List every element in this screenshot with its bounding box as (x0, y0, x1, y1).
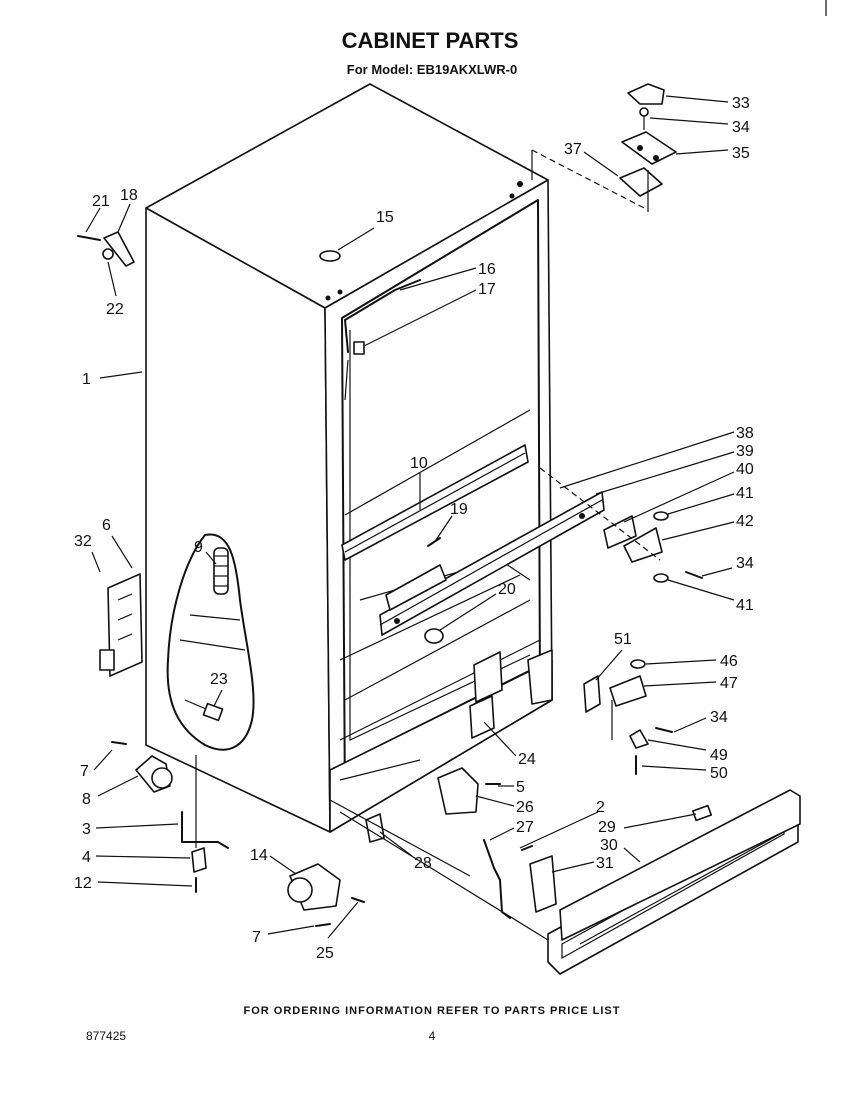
callout-31: 31 (596, 855, 614, 872)
callout-17: 17 (478, 281, 496, 298)
callout-27: 27 (516, 819, 534, 836)
wire-16 (344, 279, 421, 353)
caster-8 (111, 741, 173, 793)
base-grille-30 (547, 789, 801, 975)
callout-26: 26 (516, 799, 534, 816)
callout-21: 21 (92, 193, 110, 210)
callout-1: 1 (82, 371, 91, 388)
bracket-25-plate (473, 651, 503, 703)
lower-hinge-assembly (583, 659, 673, 775)
callout-34b: 34 (736, 555, 754, 572)
doc-number: 877425 (86, 1029, 126, 1043)
clip-31 (529, 855, 557, 913)
page-title: CABINET PARTS (342, 28, 519, 53)
rear-bracket-6 (99, 573, 143, 677)
cross-bracket-38 (379, 491, 605, 636)
callout-16: 16 (478, 261, 496, 278)
callout-49: 49 (710, 747, 728, 764)
mid-hinge-assembly (539, 467, 703, 583)
callout-3: 3 (82, 821, 91, 838)
model-subtitle: For Model: EB19AKXLWR-0 (347, 62, 517, 77)
bracket-24 (469, 695, 495, 739)
plate-28 (365, 813, 385, 843)
top-hinge-assembly (531, 83, 677, 212)
callout-46: 46 (720, 653, 738, 670)
callout-47: 47 (720, 675, 738, 692)
callout-41a: 41 (736, 485, 754, 502)
callouts: 1 2 3 5 4 6 7 7 8 9 10 12 14 (74, 95, 754, 962)
callout-42: 42 (736, 513, 754, 530)
callout-38: 38 (736, 425, 754, 442)
top-cap-15 (319, 250, 341, 262)
callout-7b: 7 (252, 929, 261, 946)
callout-24: 24 (518, 751, 536, 768)
side-cutaway (166, 533, 255, 751)
callout-22: 22 (106, 301, 124, 318)
wire-17 (344, 359, 349, 401)
page-number: 4 (429, 1029, 436, 1043)
callout-19: 19 (450, 501, 468, 518)
callout-34c: 34 (710, 709, 728, 726)
callout-8: 8 (82, 791, 91, 808)
callout-41b: 41 (736, 597, 754, 614)
callout-30: 30 (600, 837, 618, 854)
callout-35: 35 (732, 145, 750, 162)
callout-7a: 7 (80, 763, 89, 780)
callout-15: 15 (376, 209, 394, 226)
callout-10: 10 (410, 455, 428, 472)
callout-2: 2 (596, 799, 605, 816)
callout-20: 20 (498, 581, 516, 598)
callout-50: 50 (710, 765, 728, 782)
callout-9: 9 (194, 539, 203, 556)
callout-23: 23 (210, 671, 228, 688)
callout-32: 32 (74, 533, 92, 550)
ordering-note: FOR ORDERING INFORMATION REFER TO PARTS … (244, 1005, 621, 1017)
callout-34a: 34 (732, 119, 750, 136)
callout-5: 5 (516, 779, 525, 796)
left-top-hinge (77, 231, 135, 267)
caster-14 (287, 863, 365, 927)
knob-20 (424, 628, 444, 644)
callout-40: 40 (736, 461, 754, 478)
callout-12: 12 (74, 875, 92, 892)
callout-25: 25 (316, 945, 334, 962)
screw-19 (427, 537, 441, 547)
clip-4 (191, 847, 207, 873)
callout-39: 39 (736, 443, 754, 460)
callout-51: 51 (614, 631, 632, 648)
tube-3 (181, 811, 229, 849)
callout-14: 14 (250, 847, 268, 864)
hinge-2 (483, 839, 511, 919)
callout-18: 18 (120, 187, 138, 204)
callout-29: 29 (598, 819, 616, 836)
callout-37: 37 (564, 141, 582, 158)
shelf-rail-10 (341, 444, 529, 561)
callout-6: 6 (102, 517, 111, 534)
callout-33: 33 (732, 95, 750, 112)
callout-4: 4 (82, 849, 91, 866)
bracket-26 (437, 767, 501, 815)
callout-28: 28 (414, 855, 432, 872)
